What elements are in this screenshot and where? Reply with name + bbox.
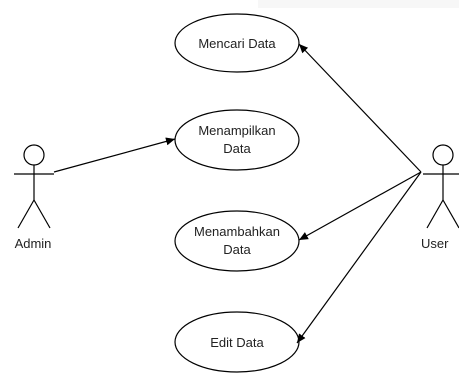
admin-head bbox=[23, 144, 45, 166]
top-edge-strip bbox=[258, 0, 459, 8]
admin-label: Admin bbox=[15, 236, 52, 251]
use-case-ellipse bbox=[174, 109, 300, 171]
admin-actor[interactable]: Admin bbox=[14, 144, 54, 251]
admin-right-leg bbox=[33, 199, 51, 229]
arrow-user-to-mencari bbox=[298, 43, 422, 173]
user-head bbox=[432, 144, 454, 166]
arrow-admin-to-menampilkan bbox=[53, 137, 176, 173]
use-case-edit-data[interactable]: Edit Data bbox=[174, 311, 300, 373]
use-case-label: Mencari Data bbox=[198, 36, 276, 51]
arrow-user-to-menambahkan bbox=[298, 171, 422, 241]
user-label: User bbox=[421, 236, 449, 251]
user-left-leg bbox=[426, 199, 444, 229]
use-case-label-line1: Menampilkan bbox=[198, 123, 275, 138]
use-case-menampilkan-data[interactable]: Menampilkan Data bbox=[174, 109, 300, 171]
use-case-ellipse bbox=[174, 210, 300, 272]
use-case-ellipse bbox=[174, 13, 300, 73]
user-right-leg bbox=[442, 199, 459, 229]
arrow-user-to-edit bbox=[296, 171, 422, 344]
use-case-label: Edit Data bbox=[210, 335, 264, 350]
use-case-menambahkan-data[interactable]: Menambahkan Data bbox=[174, 210, 300, 272]
use-case-mencari-data[interactable]: Mencari Data bbox=[174, 13, 300, 73]
use-case-label-line1: Menambahkan bbox=[194, 224, 280, 239]
admin-left-leg bbox=[17, 199, 35, 229]
use-case-label-line2: Data bbox=[223, 242, 251, 257]
use-case-label-line2: Data bbox=[223, 141, 251, 156]
user-actor[interactable]: User bbox=[421, 144, 459, 251]
